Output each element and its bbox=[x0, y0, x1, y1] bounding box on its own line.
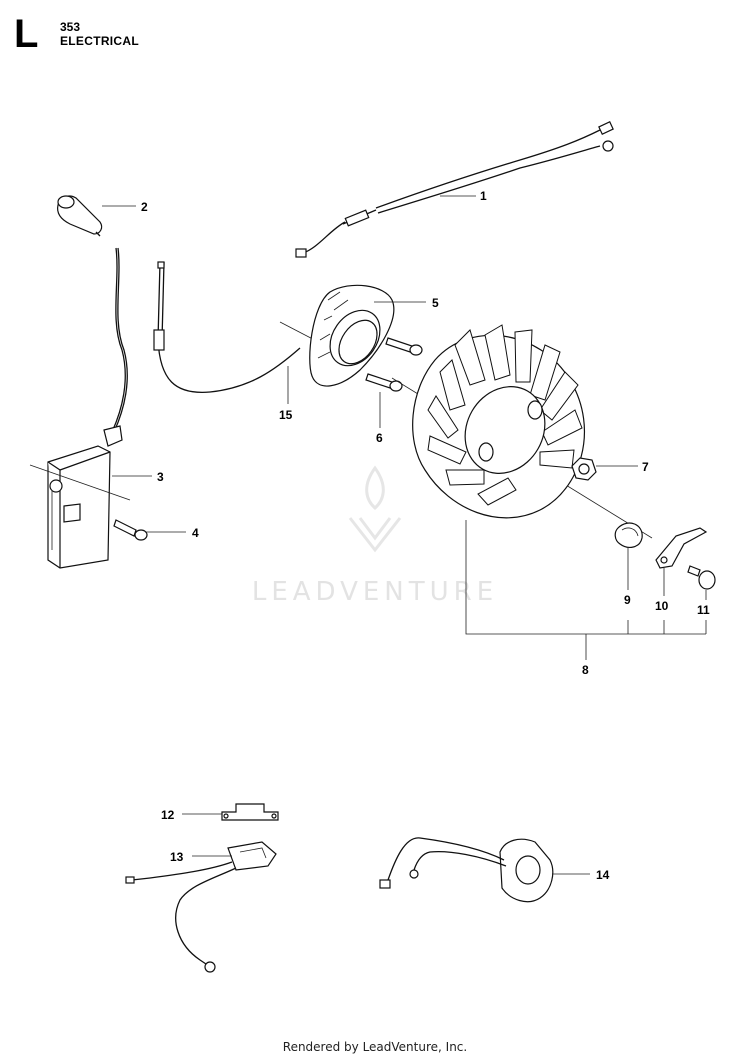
callout-4: 4 bbox=[192, 526, 199, 540]
callout-labels: 1 2 3 4 5 6 7 8 9 10 11 12 13 14 15 bbox=[141, 189, 710, 882]
callout-10: 10 bbox=[655, 599, 669, 613]
part-3-ignition-module bbox=[29, 247, 131, 569]
callout-8: 8 bbox=[582, 663, 589, 677]
part-11-pin bbox=[687, 565, 716, 590]
part-12-bracket bbox=[221, 803, 279, 821]
callout-3: 3 bbox=[157, 470, 164, 484]
part-1-wire-harness bbox=[295, 121, 614, 258]
part-2-spark-plug-boot bbox=[57, 195, 103, 237]
part-9-spring bbox=[614, 522, 643, 548]
footer-credit: Rendered by LeadVenture, Inc. bbox=[282, 1040, 468, 1054]
part-7-nut bbox=[571, 457, 597, 481]
callout-11: 11 bbox=[697, 603, 710, 617]
part-13-switch bbox=[125, 841, 277, 973]
callout-2: 2 bbox=[141, 200, 148, 214]
part-15-lead-wire bbox=[153, 261, 331, 394]
callout-5: 5 bbox=[432, 296, 439, 310]
callout-9: 9 bbox=[624, 593, 631, 607]
section-letter: L bbox=[14, 12, 39, 56]
part-14-gasket-wires bbox=[379, 837, 554, 903]
callout-13: 13 bbox=[170, 850, 184, 864]
callout-7: 7 bbox=[642, 460, 649, 474]
callout-6: 6 bbox=[376, 431, 383, 445]
part-10-pawl bbox=[655, 527, 708, 569]
part-5-stator bbox=[309, 284, 395, 387]
leader-lines bbox=[102, 195, 707, 875]
flywheel bbox=[391, 324, 653, 539]
part-6-screws bbox=[365, 337, 423, 392]
section-title: ELECTRICAL bbox=[60, 34, 139, 48]
callout-1: 1 bbox=[480, 189, 487, 203]
model-number: 353 bbox=[60, 20, 81, 34]
watermark-logo bbox=[348, 465, 402, 553]
watermark-text: LEADVENTURE bbox=[251, 577, 499, 607]
part-4-screw bbox=[113, 519, 148, 541]
callout-15: 15 bbox=[279, 408, 293, 422]
callout-12: 12 bbox=[161, 808, 175, 822]
callout-14: 14 bbox=[596, 868, 610, 882]
